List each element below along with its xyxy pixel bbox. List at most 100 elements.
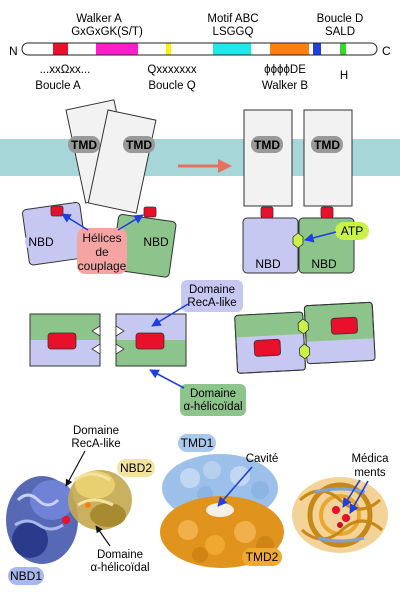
- tmd2-right-badge: [311, 136, 343, 153]
- tmd-left-badge: [68, 136, 100, 153]
- nbd-right-label: NBD: [143, 235, 169, 249]
- nbd-left-badge: [25, 233, 57, 250]
- tmd2-left-badge: [251, 136, 283, 153]
- tmd-right-label: TMD: [126, 138, 152, 152]
- nbd3-closed-dimer: [234, 301, 376, 374]
- coupling-helix-left: [50, 205, 64, 217]
- notch-right-bottom: [115, 343, 125, 355]
- atp-label-bg: [335, 222, 369, 240]
- helix-arrow-right: [117, 214, 144, 231]
- helix-arrow-left: [61, 213, 89, 231]
- drugs-label-2: ments: [354, 467, 386, 479]
- walker-b-label: Walker B: [262, 80, 309, 92]
- surface-structure: [160, 454, 284, 568]
- nbd3-left-outline: [29, 313, 101, 367]
- coupling-helix-right: [143, 206, 157, 218]
- nbd3-right-outline: [115, 313, 187, 367]
- tmd2-right-label: TMD: [314, 138, 340, 152]
- notch-left-top: [91, 325, 101, 337]
- tmd2-label-bg: [242, 548, 282, 566]
- nbd-right-badge: [140, 233, 172, 250]
- helical-label-bg: [180, 384, 246, 416]
- nbd1-label-bg: [8, 567, 44, 585]
- segment-abc-motif: [213, 43, 251, 55]
- tmd1-label: TMD1: [181, 436, 214, 450]
- drugs-arrow-2: [349, 480, 369, 514]
- coupling-helix-label-2: de: [95, 245, 109, 259]
- bottom-reca-label-2: RecA-like: [71, 438, 120, 450]
- atp-molecule-icon: [292, 232, 304, 249]
- crystal-structures: Domaine RecA-like NBD2 Domaine α-hélicoï…: [6, 425, 389, 585]
- tmd2-right-block: [303, 109, 353, 207]
- helical-label-1: Domaine: [190, 388, 236, 400]
- nbd-left-label: NBD: [28, 235, 54, 249]
- nbd3-right-site: [135, 332, 165, 350]
- h-loop-label: H: [340, 70, 348, 82]
- d-loop-motif: SALD: [325, 26, 355, 38]
- cavity-arrow: [217, 466, 253, 507]
- helical-label-2: α-hélicoïdal: [183, 401, 242, 413]
- walker-a-motif: GxGxGK(S/T): [71, 26, 143, 38]
- reca-label-2: RecA-like: [187, 297, 236, 309]
- tmd-left-label: TMD: [71, 138, 97, 152]
- q-loop-motif: Qxxxxxxx: [147, 64, 196, 76]
- tmd2-label: TMD2: [246, 550, 279, 564]
- nbd2-right-badge: [308, 255, 340, 272]
- nbd-domain-detail: Domaine RecA-like Domaine α-hélicoïdal: [29, 280, 376, 416]
- bottom-helical-label-2: α-hélicoïdal: [90, 562, 149, 574]
- abc-motif-sequence: LSGGQ: [213, 26, 254, 38]
- c-terminus-label: C: [382, 44, 391, 58]
- tmd-right-badge: [123, 136, 155, 153]
- nbd2-label-bg: [117, 459, 155, 477]
- drug-binding-structure: [292, 477, 388, 553]
- tmd2-left-block: [243, 109, 293, 207]
- notch-right-top: [115, 325, 125, 337]
- notch-left-bottom: [91, 343, 101, 355]
- a-loop-motif: ...xxΩxx...: [40, 64, 91, 76]
- nbd2-left-badge: [252, 255, 284, 272]
- protein-bar: [21, 42, 378, 56]
- coupling-helix-label-3: couplage: [78, 259, 127, 273]
- inward-facing-transporter: TMD TMD NBD NBD Hélices de couplage: [22, 99, 177, 278]
- tmd1-label-bg: [178, 434, 216, 452]
- bottom-reca-arrow: [65, 450, 86, 487]
- cavity-label: Cavité: [246, 453, 279, 465]
- d-loop-label: Boucle D: [317, 13, 364, 25]
- outward-facing-transporter: TMD TMD NBD NBD ATP: [242, 109, 369, 274]
- coupling-helix-label-bg: [77, 228, 127, 274]
- q-loop-label: Boucle Q: [148, 80, 195, 92]
- transition-arrow-icon: [178, 159, 232, 173]
- a-loop-label: Boucle A: [35, 80, 81, 92]
- atp-arrow: [304, 231, 337, 243]
- bottom-helical-arrow: [95, 525, 111, 547]
- segment-walker-b: [270, 43, 309, 55]
- atp-label: ATP: [341, 224, 363, 238]
- drugs-arrow-1: [342, 479, 361, 508]
- reca-label-1: Domaine: [189, 284, 235, 296]
- tmd-right-block: [87, 109, 157, 214]
- reca-label-bg: [181, 280, 243, 312]
- drugs-label-1: Médica: [351, 453, 389, 465]
- bottom-reca-label-1: Domaine: [73, 425, 119, 437]
- coupling-helix2-right: [320, 206, 334, 219]
- reca-arrow: [151, 303, 189, 327]
- coupling-helix2-left: [260, 206, 274, 219]
- segment-d-loop: [313, 43, 321, 55]
- sequence-diagram: Walker A GxGxGK(S/T) Motif ABC LSGGQ Bou…: [9, 13, 391, 92]
- nbd1-label: NBD1: [10, 569, 42, 583]
- segment-h-loop: [340, 43, 346, 55]
- nbd3-left-site: [47, 332, 77, 350]
- abc-motif-label: Motif ABC: [207, 13, 258, 25]
- bottom-helical-label-1: Domaine: [97, 549, 143, 561]
- nbd2-left-label: NBD: [255, 257, 281, 271]
- coupling-helix-label-1: Hélices: [82, 231, 121, 245]
- nbd-ribbon-structure: [6, 470, 132, 564]
- n-terminus-label: N: [9, 44, 18, 58]
- segment-a-loop: [53, 43, 68, 55]
- walker-a-label: Walker A: [76, 13, 122, 25]
- walker-b-motif: ϕϕϕϕDE: [264, 64, 306, 76]
- segment-q-loop: [166, 43, 171, 55]
- tmd2-left-label: TMD: [254, 138, 280, 152]
